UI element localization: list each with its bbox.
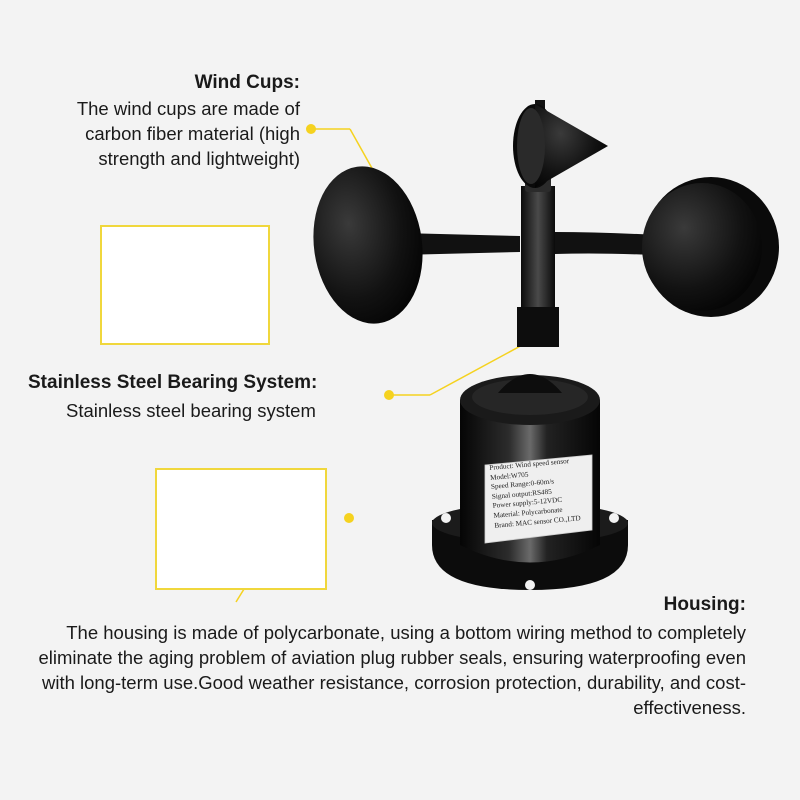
housing-description: The housing is made of polycarbonate, us… [38, 622, 746, 718]
housing-leader [344, 513, 354, 523]
wind-cups-title: Wind Cups: [194, 72, 300, 93]
bearing-dot [384, 390, 394, 400]
product-label [484, 454, 593, 544]
wind-cups-dot [306, 124, 316, 134]
bearing-photo-frame [100, 225, 270, 345]
cup-back [513, 104, 608, 188]
bearing-title: Stainless Steel Bearing System: [28, 372, 318, 393]
housing-dot [344, 513, 354, 523]
mount-photo-frame [155, 468, 327, 590]
cup-right [642, 177, 779, 317]
wind-cups-description: The wind cups are made of carbon fiber m… [76, 98, 300, 169]
cup-left [313, 166, 423, 324]
bearing-description: Stainless steel bearing system [66, 400, 316, 421]
product-label-text: Product: Wind speed sensor Model:W705 Sp… [489, 455, 594, 531]
rotor-shaft [517, 170, 559, 347]
housing-title: Housing: [663, 594, 746, 615]
